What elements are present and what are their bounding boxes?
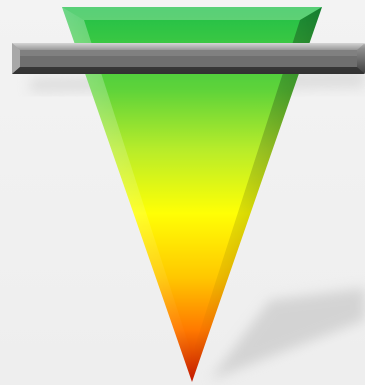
pennant-shadow [210, 288, 365, 380]
triangle-top-bevel [62, 7, 322, 20]
metal-bar [12, 43, 365, 74]
